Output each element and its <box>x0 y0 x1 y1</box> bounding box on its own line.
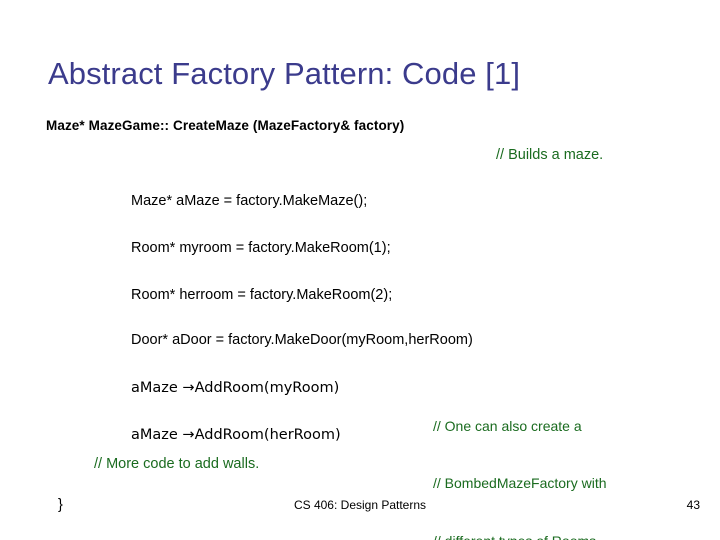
footer-course-label: CS 406: Design Patterns <box>293 498 427 512</box>
code-line-make-room-herroom: Room* herroom = factory.MakeRoom(2); <box>131 287 393 303</box>
comment-line-1: // One can also create a <box>433 417 582 434</box>
code-line-make-door: Door* aDoor = factory.MakeDoor(myRoom,he… <box>131 332 473 348</box>
code-line-make-room-myroom: Room* myroom = factory.MakeRoom(1); <box>131 240 391 256</box>
code-line-make-maze: Maze* aMaze = factory.MakeMaze(); <box>131 193 368 209</box>
page-title: Abstract Factory Pattern: Code [1] <box>48 56 521 91</box>
code-closing-brace: } <box>58 497 63 513</box>
code-line-signature: Maze* MazeGame:: CreateMaze (MazeFactory… <box>46 118 405 133</box>
comment-line-3: // different types of Rooms <box>433 532 607 540</box>
comment-builds-a-maze: // Builds a maze. <box>496 147 604 163</box>
comment-line-2: // BombedMazeFactory with <box>433 475 607 492</box>
comment-block-bombed-maze-factory: // One can also create a // BombedMazeFa… <box>433 378 607 540</box>
code-line-add-room-myroom: aMaze →AddRoom(myRoom) <box>131 380 340 396</box>
code-line-add-room-herroom: aMaze →AddRoom(herRoom) <box>131 427 341 443</box>
footer-page-number: 43 <box>686 498 700 512</box>
comment-more-code-to-add-walls: // More code to add walls. <box>94 456 260 472</box>
